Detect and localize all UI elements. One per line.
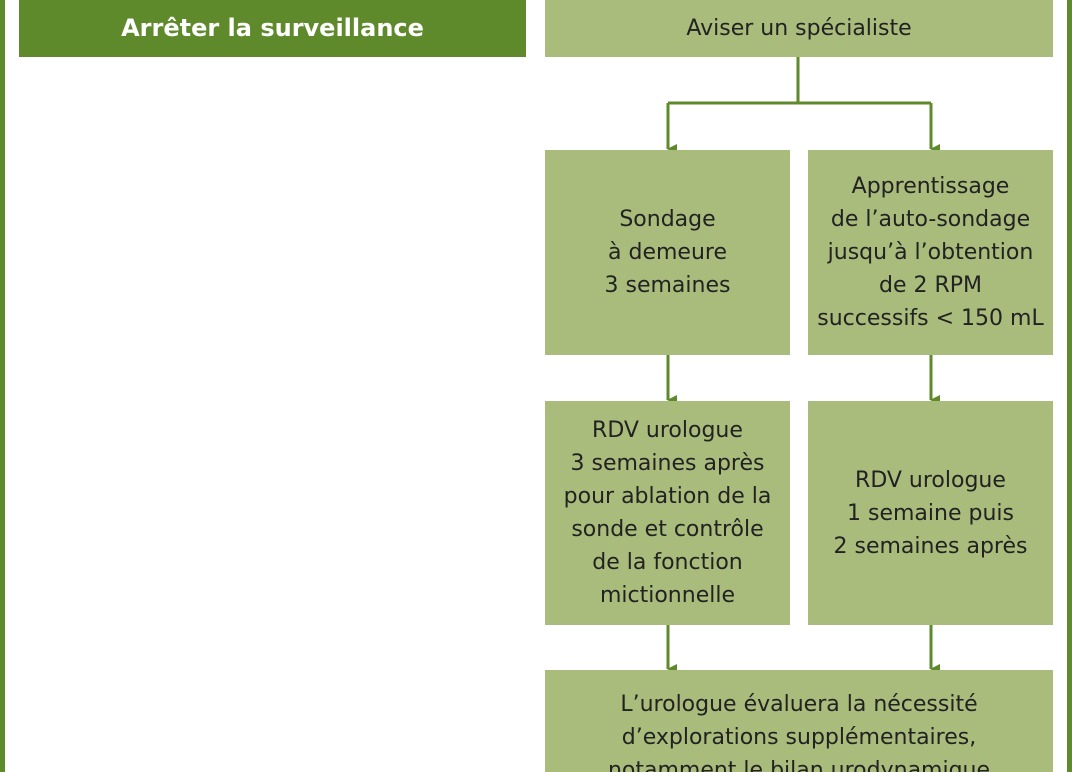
stop-monitoring-box: Arrêter la surveillance [19,0,526,57]
right-frame-border [1067,0,1072,772]
self-catheterization-box: Apprentissage de l’auto-sondage jusqu’à … [808,150,1053,355]
connector-split [668,57,931,105]
indwelling-catheter-box: Sondage à demeure 3 semaines [545,150,790,355]
urology-appointment-a-box: RDV urologue 3 semaines après pour ablat… [545,401,790,625]
urologist-evaluation-box: L’urologue évaluera la nécessité d’explo… [545,670,1053,772]
left-frame-border [0,0,5,772]
consult-specialist-box: Aviser un spécialiste [545,0,1053,57]
urology-appointment-b-box: RDV urologue 1 semaine puis 2 semaines a… [808,401,1053,625]
